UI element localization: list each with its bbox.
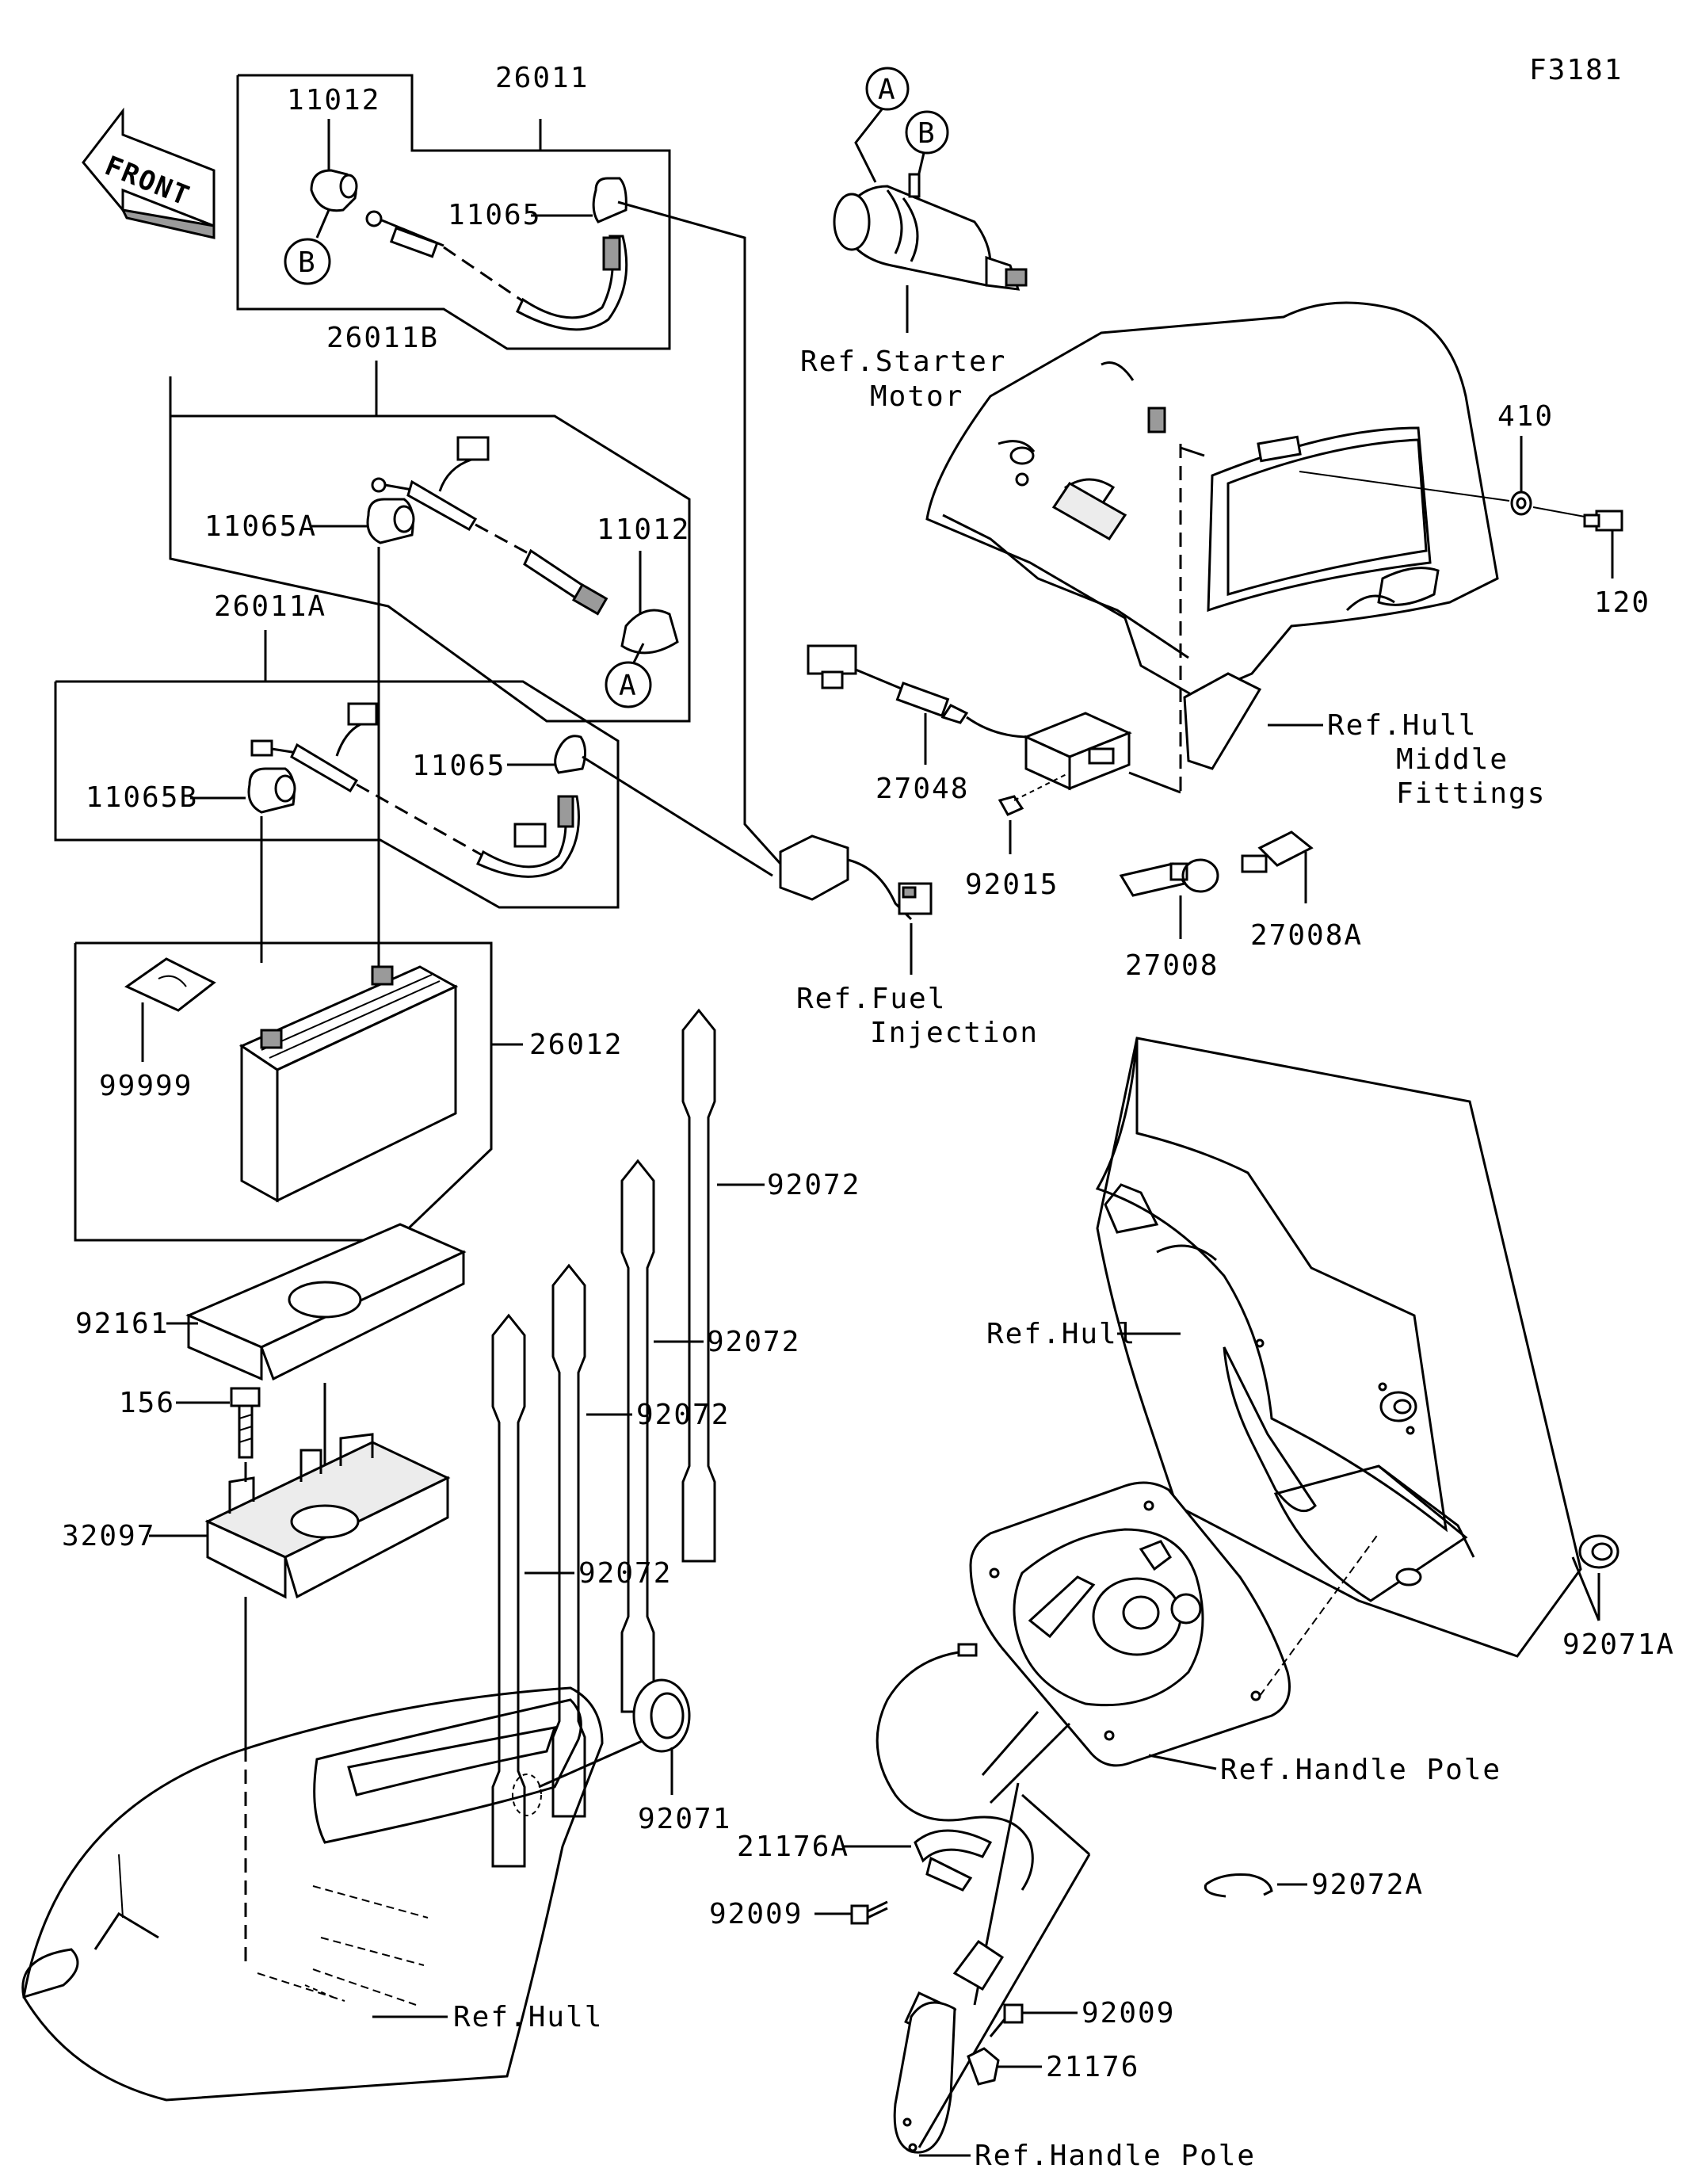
callout-a-circle bbox=[605, 661, 652, 708]
bracket-21176: 21176 bbox=[967, 2047, 1139, 2086]
ref-hull-middle-3: Fittings bbox=[1396, 777, 1546, 810]
harness-27048: 27048 bbox=[807, 644, 1181, 805]
ref-fuel-2: Injection bbox=[870, 1017, 1039, 1049]
sensor-wire bbox=[876, 1643, 1034, 1892]
terminal-cap-11012-top bbox=[310, 169, 358, 212]
label-11012-top: 11012 bbox=[287, 84, 380, 116]
label-92072-b: 92072 bbox=[707, 1326, 800, 1358]
label-11012-mid: 11012 bbox=[597, 514, 690, 546]
hull-bottom-left: Ref.Hull bbox=[21, 1686, 604, 2102]
screw-92009-b: 92009 bbox=[989, 1997, 1175, 2037]
callout-b-circle bbox=[284, 238, 331, 285]
ref-hull-right: Ref.Hull bbox=[986, 1318, 1136, 1350]
label-26012: 26012 bbox=[529, 1029, 623, 1061]
callout-b-circle-2 bbox=[905, 110, 949, 155]
label-27008: 27008 bbox=[1125, 949, 1219, 982]
ref-handle-pole-2: Ref.Handle Pole bbox=[975, 2140, 1256, 2172]
fuel-injection-connector: Ref.Fuel Injection bbox=[779, 834, 1039, 1049]
handle-pole-plate: Ref.Handle Pole bbox=[969, 1481, 1501, 1786]
ref-hull-middle-1: Ref.Hull bbox=[1327, 709, 1477, 742]
label-11065A: 11065A bbox=[204, 510, 317, 543]
label-92015: 92015 bbox=[965, 869, 1059, 901]
bolt-156: 156 bbox=[119, 1387, 261, 1459]
callout-b-text-2: B bbox=[917, 117, 937, 150]
battery bbox=[238, 965, 459, 1203]
ref-starter-2: Motor bbox=[870, 380, 963, 413]
figure-code: F3181 bbox=[1529, 54, 1623, 86]
callout-a-circle-2 bbox=[865, 67, 910, 111]
starter-motor: A B Ref.Starter Motor bbox=[800, 67, 1028, 413]
battery-manual-99999 bbox=[124, 957, 216, 1012]
callout-a-text-2: A bbox=[878, 74, 897, 106]
label-92009-b: 92009 bbox=[1082, 1997, 1175, 2029]
handle-pole-bottom: Ref.Handle Pole bbox=[893, 1782, 1256, 2172]
callout-b-text: B bbox=[298, 246, 317, 279]
label-92072A: 92072A bbox=[1311, 1869, 1424, 1901]
grommet-92071A: 92071A bbox=[1562, 1534, 1675, 1661]
label-99999: 99999 bbox=[99, 1070, 193, 1102]
label-92161: 92161 bbox=[75, 1308, 169, 1340]
screw-120: 120 bbox=[1532, 506, 1650, 619]
label-26011A: 26011A bbox=[214, 590, 326, 623]
battery-box-32097: 32097 bbox=[62, 1433, 451, 1599]
label-26011: 26011 bbox=[495, 62, 589, 94]
group-26011A: 26011A 11065 11065B bbox=[54, 590, 773, 963]
label-26011B: 26011B bbox=[326, 322, 439, 354]
label-92009-a: 92009 bbox=[709, 1898, 803, 1930]
group-26011B: 26011B 11065A 11012 A bbox=[169, 322, 691, 983]
callout-a-text: A bbox=[619, 670, 638, 702]
label-410: 410 bbox=[1497, 400, 1554, 433]
ref-hull-bottom: Ref.Hull bbox=[453, 2001, 603, 2033]
ref-starter-1: Ref.Starter bbox=[800, 346, 1006, 378]
label-92072-d: 92072 bbox=[578, 1557, 672, 1590]
key-27008A: 27008A bbox=[1241, 830, 1363, 952]
bracket-21176A: 21176A bbox=[737, 1831, 911, 1863]
label-156: 156 bbox=[119, 1387, 175, 1419]
label-32097: 32097 bbox=[62, 1520, 155, 1552]
ref-handle-pole-1: Ref.Handle Pole bbox=[1220, 1754, 1501, 1786]
label-27048: 27048 bbox=[876, 773, 969, 805]
ref-fuel-1: Ref.Fuel bbox=[796, 983, 946, 1015]
clip-92072A: 92072A bbox=[1204, 1869, 1424, 1901]
screw-92009-a: 92009 bbox=[709, 1898, 888, 1930]
straps-92072: 92072 92072 92072 92072 bbox=[491, 1008, 860, 1868]
label-92072-c: 92072 bbox=[636, 1399, 730, 1431]
grommet-92071: 92071 bbox=[632, 1678, 731, 1835]
front-arrow-icon: FRONT bbox=[82, 107, 216, 239]
label-11065-top: 11065 bbox=[448, 199, 541, 231]
label-92071: 92071 bbox=[638, 1803, 731, 1835]
label-92071A: 92071A bbox=[1562, 1628, 1675, 1661]
group-26011: 26011 11012 B 11065 bbox=[236, 62, 671, 350]
label-11065B: 11065B bbox=[86, 781, 198, 814]
label-120: 120 bbox=[1594, 586, 1650, 619]
group-26012: 26012 99999 bbox=[74, 941, 623, 1242]
washer-410: 410 bbox=[1299, 400, 1554, 516]
label-11065-mid: 11065 bbox=[412, 750, 505, 782]
plate-92161: 92161 bbox=[75, 1223, 467, 1381]
hull-middle-fittings: Ref.Hull Middle Fittings bbox=[925, 301, 1546, 810]
label-21176A: 21176A bbox=[737, 1831, 849, 1863]
label-27008A: 27008A bbox=[1250, 919, 1363, 952]
hull-right: Ref.Hull bbox=[986, 1037, 1582, 1658]
nut-92015: 92015 bbox=[965, 772, 1070, 901]
key-27008: 27008 bbox=[1119, 858, 1219, 982]
label-21176: 21176 bbox=[1046, 2051, 1139, 2083]
ref-hull-middle-2: Middle bbox=[1396, 743, 1509, 776]
label-92072-a: 92072 bbox=[767, 1169, 860, 1201]
